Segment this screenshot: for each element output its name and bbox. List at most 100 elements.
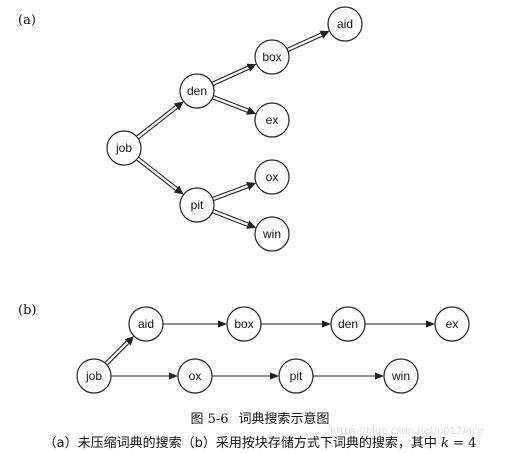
figure-title: 词典搜索示意图 bbox=[238, 412, 330, 427]
edge-b-pit-to-win bbox=[313, 372, 384, 380]
edge-b-job-to-aid-arrowhead bbox=[124, 336, 134, 346]
edge-a-den-to-ex-stroke-1 bbox=[212, 98, 248, 113]
edge-a-pit-to-win-arrowhead bbox=[246, 220, 257, 229]
edge-b-ox-to-pit bbox=[212, 372, 279, 380]
edge-b-job-to-aid-stroke-1 bbox=[106, 343, 130, 366]
edge-a-pit-to-win bbox=[212, 209, 257, 229]
figure-caption-description: （a）未压缩词典的搜索（b）采用按块存储方式下词典的搜索，其中 k = 4 bbox=[0, 432, 520, 451]
edge-a-box-to-aid bbox=[286, 30, 330, 53]
edge-b-den-to-ex bbox=[365, 320, 435, 328]
node-a-box-circle bbox=[254, 39, 290, 75]
node-b-pit: pit bbox=[278, 358, 314, 394]
node-a-aid-circle bbox=[327, 6, 363, 42]
caption-k-value: = 4 bbox=[453, 436, 477, 451]
node-a-ex-circle bbox=[254, 102, 290, 138]
edge-a-den-to-ex-arrowhead bbox=[246, 106, 257, 115]
edge-a-job-to-den-stroke-2 bbox=[136, 105, 176, 137]
edge-a-den-to-box bbox=[211, 63, 257, 87]
node-b-box-circle bbox=[226, 306, 262, 342]
edge-a-den-to-ex-stroke-2 bbox=[213, 95, 249, 110]
caption-description-text: （a）未压缩词典的搜索（b）采用按块存储方式下词典的搜索，其中 bbox=[43, 436, 437, 451]
node-b-ex: ex bbox=[434, 306, 470, 342]
node-a-ox-circle bbox=[254, 159, 290, 195]
edge-a-job-to-den bbox=[136, 101, 184, 140]
node-a-job-circle bbox=[106, 130, 142, 166]
node-b-win: win bbox=[383, 358, 419, 394]
edge-b-aid-to-box-arrowhead bbox=[218, 320, 227, 328]
node-b-aid: aid bbox=[128, 306, 164, 342]
node-b-job-label: job bbox=[85, 369, 102, 383]
node-a-job-label: job bbox=[115, 141, 132, 155]
edge-b-box-to-den bbox=[261, 320, 331, 328]
node-b-aid-label: aid bbox=[138, 317, 154, 331]
edge-a-den-to-box-stroke-1 bbox=[212, 68, 250, 87]
node-a-den-label: den bbox=[187, 84, 207, 98]
node-b-aid-circle bbox=[128, 306, 164, 342]
edge-b-box-to-den-arrowhead bbox=[322, 320, 331, 328]
edge-a-job-to-pit-stroke-1 bbox=[136, 159, 176, 191]
node-a-box: box bbox=[254, 39, 290, 75]
node-a-aid-label: aid bbox=[337, 17, 353, 31]
edge-a-box-to-aid-arrowhead bbox=[319, 30, 330, 39]
edge-a-job-to-den-arrowhead bbox=[173, 101, 184, 111]
node-b-win-circle bbox=[383, 358, 419, 394]
node-b-box: box bbox=[226, 306, 262, 342]
edge-b-ox-to-pit-arrowhead bbox=[270, 372, 279, 380]
node-b-job: job bbox=[76, 358, 112, 394]
figure-number: 图 5-6 bbox=[190, 412, 229, 427]
edge-a-pit-to-win-stroke-2 bbox=[213, 209, 249, 224]
node-b-pit-circle bbox=[278, 358, 314, 394]
node-a-den-circle bbox=[179, 73, 215, 109]
node-a-job: job bbox=[106, 130, 142, 166]
edge-a-pit-to-ox-arrowhead bbox=[246, 181, 257, 191]
node-b-ox-label: ox bbox=[189, 369, 202, 383]
node-a-ex: ex bbox=[254, 102, 290, 138]
edge-b-job-to-ox-arrowhead bbox=[169, 372, 178, 380]
edge-a-job-to-pit bbox=[136, 156, 184, 195]
edge-a-job-to-den-stroke-1 bbox=[138, 107, 178, 140]
node-a-ox-label: ox bbox=[266, 170, 279, 184]
edge-b-den-to-ex-arrowhead bbox=[426, 320, 435, 328]
edge-a-den-to-box-stroke-2 bbox=[211, 65, 248, 83]
node-a-aid: aid bbox=[327, 6, 363, 42]
node-b-ox-circle bbox=[177, 358, 213, 394]
edge-a-job-to-pit-stroke-2 bbox=[138, 156, 178, 189]
node-b-box-label: box bbox=[234, 317, 253, 331]
figure-caption-title: 图 5-6 词典搜索示意图 bbox=[0, 408, 520, 427]
node-a-win-label: win bbox=[262, 227, 281, 241]
edge-a-pit-to-ox-stroke-2 bbox=[212, 183, 248, 198]
node-a-pit-label: pit bbox=[191, 198, 204, 212]
node-b-win-label: win bbox=[391, 369, 410, 383]
node-a-pit: pit bbox=[179, 187, 215, 223]
node-a-den: den bbox=[179, 73, 215, 109]
node-b-den: den bbox=[330, 306, 366, 342]
edge-b-job-to-aid bbox=[104, 336, 134, 366]
panel-a-label: (a) bbox=[18, 13, 36, 28]
node-b-den-circle bbox=[330, 306, 366, 342]
node-a-win: win bbox=[254, 216, 290, 252]
node-a-win-circle bbox=[254, 216, 290, 252]
node-a-ox: ox bbox=[254, 159, 290, 195]
node-b-ex-circle bbox=[434, 306, 470, 342]
node-a-pit-circle bbox=[179, 187, 215, 223]
edge-b-job-to-ox bbox=[111, 372, 178, 380]
edge-a-den-to-box-arrowhead bbox=[246, 63, 257, 72]
panel-a-graph: job den pit box ex aid ox win bbox=[106, 6, 363, 252]
edge-a-pit-to-win-stroke-1 bbox=[212, 212, 248, 227]
edge-b-pit-to-win-arrowhead bbox=[375, 372, 384, 380]
edge-a-box-to-aid-stroke-1 bbox=[287, 35, 323, 53]
panel-b-label: (b) bbox=[18, 303, 36, 318]
panel-b-graph: job aid box den ex ox pit win bbox=[76, 306, 470, 394]
watermark-text: https://blog.csdn.net/u012/ace bbox=[330, 426, 484, 437]
node-b-den-label: den bbox=[338, 317, 358, 331]
edge-a-job-to-pit-arrowhead bbox=[173, 185, 184, 195]
node-b-ox: ox bbox=[177, 358, 213, 394]
node-b-job-circle bbox=[76, 358, 112, 394]
node-b-pit-label: pit bbox=[290, 369, 303, 383]
edge-a-pit-to-ox bbox=[212, 181, 257, 202]
node-b-ex-label: ex bbox=[446, 317, 459, 331]
edge-b-aid-to-box bbox=[163, 320, 227, 328]
node-a-ex-label: ex bbox=[266, 113, 279, 127]
caption-k-variable: k bbox=[441, 436, 449, 451]
